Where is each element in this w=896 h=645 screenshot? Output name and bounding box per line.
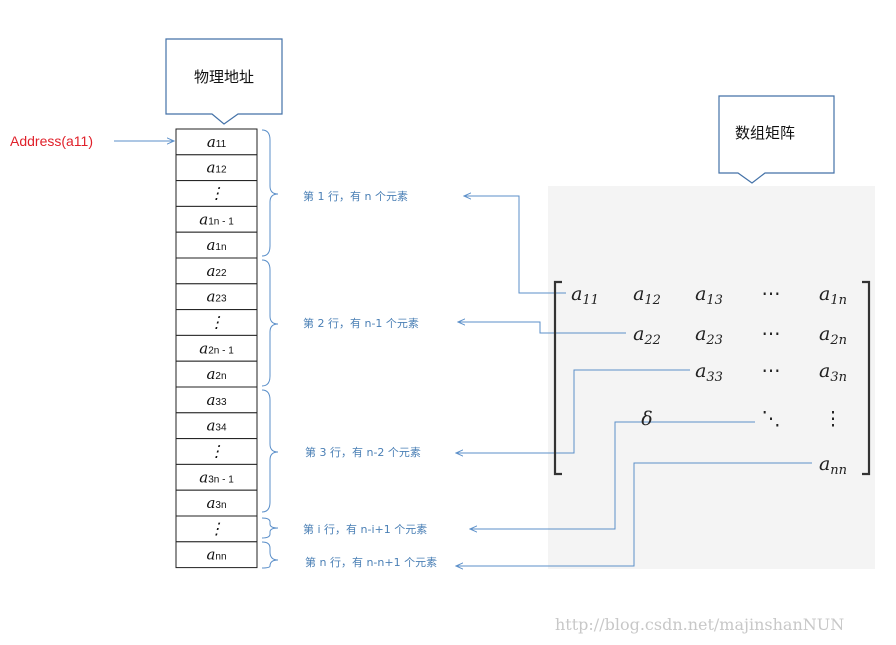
row-label-1: 第 1 行，有 n 个元素 [303, 189, 408, 203]
connector-lines [456, 196, 812, 566]
memory-cell-label: ⋮ [209, 519, 225, 538]
memory-cell-subscript: 2n [215, 371, 226, 382]
connector-row-2 [458, 322, 626, 334]
brace-row-3 [261, 389, 279, 513]
row-label-2: 第 2 行，有 n-1 个元素 [303, 316, 419, 330]
matrix-panel [548, 186, 875, 569]
matrix-entry: ⋯ [762, 323, 781, 345]
memory-cell-subscript: 2n - 1 [208, 345, 234, 356]
memory-cell-subscript: nn [215, 552, 226, 563]
matrix-entry: ⋮ [824, 408, 843, 430]
left-bracket [553, 280, 562, 476]
row-braces [261, 129, 279, 569]
brace-row-1 [261, 129, 279, 257]
matrix-entry-subscript: 11 [582, 293, 599, 308]
memory-cell-subscript: 12 [215, 165, 227, 176]
memory-cell [175, 205, 258, 233]
address-label: Address(a11) [10, 133, 93, 149]
row-label-3: 第 3 行，有 n-2 个元素 [305, 445, 421, 459]
memory-cell [175, 515, 258, 543]
memory-cell-label: ⋮ [209, 184, 225, 203]
memory-cell [175, 489, 258, 517]
brace-row-i [261, 517, 279, 539]
matrix-entry-subscript: nn [830, 463, 847, 478]
row-label-i: 第 i 行，有 n-i+1 个元素 [303, 522, 427, 536]
memory-cell-subscript: 22 [215, 268, 227, 279]
matrix-entry-subscript: 12 [644, 293, 661, 308]
connector-row-n [456, 462, 812, 566]
memory-cell-subscript: 34 [215, 423, 227, 434]
memory-cell [175, 438, 258, 465]
memory-cell [175, 154, 258, 182]
matrix-entry-subscript: 33 [706, 370, 723, 385]
connector-row-1 [464, 196, 566, 294]
memory-cell-subscript: 23 [215, 294, 227, 305]
matrix-entry: δ [641, 408, 652, 430]
memory-cell-label: ⋮ [209, 313, 225, 332]
row-label-n: 第 n 行，有 n-n+1 个元素 [305, 555, 437, 569]
physical-address-callout: 物理地址 [165, 38, 283, 125]
connector-row-3 [456, 369, 690, 453]
memory-cell [175, 386, 258, 414]
connector-row-i [470, 421, 755, 529]
memory-cell [175, 128, 258, 156]
memory-cell [175, 541, 258, 569]
memory-cell [175, 231, 258, 259]
memory-cell-subscript: 3n - 1 [208, 474, 234, 485]
memory-cell [175, 283, 258, 311]
matrix-entry: ⋱ [762, 408, 781, 430]
brace-row-n [261, 541, 279, 569]
memory-cell [175, 360, 258, 388]
matrix-entry: ⋯ [762, 360, 781, 382]
memory-cell-subscript: 11 [216, 139, 227, 150]
memory-cell [175, 180, 258, 207]
matrix-entry-subscript: 1n [830, 293, 847, 308]
memory-cell-subscript: 1n [215, 242, 226, 253]
physical-address-title: 物理地址 [194, 68, 254, 86]
right-bracket [862, 280, 871, 476]
memory-cell [175, 334, 258, 362]
memory-cell-subscript: 3n [215, 500, 226, 511]
matrix-entry: ⋯ [762, 283, 781, 305]
memory-cell-label: ⋮ [209, 442, 225, 461]
matrix-entry-subscript: 22 [643, 333, 661, 348]
matrix-entry-subscript: 23 [705, 333, 723, 348]
watermark: http://blog.csdn.net/majinshanNUN [555, 615, 844, 634]
memory-cell-subscript: 1n - 1 [208, 216, 234, 227]
matrix-entry-subscript: 2n [829, 333, 847, 348]
matrix-entry-subscript: 13 [706, 293, 723, 308]
matrix-title: 数组矩阵 [735, 124, 795, 142]
memory-cell [175, 463, 258, 491]
brace-row-2 [261, 259, 279, 387]
matrix-callout: 数组矩阵 [718, 95, 835, 184]
matrix-entry-subscript: 3n [830, 370, 847, 385]
memory-cell-subscript: 33 [215, 397, 227, 408]
memory-cell [175, 412, 258, 440]
matrix-brackets [553, 280, 871, 476]
